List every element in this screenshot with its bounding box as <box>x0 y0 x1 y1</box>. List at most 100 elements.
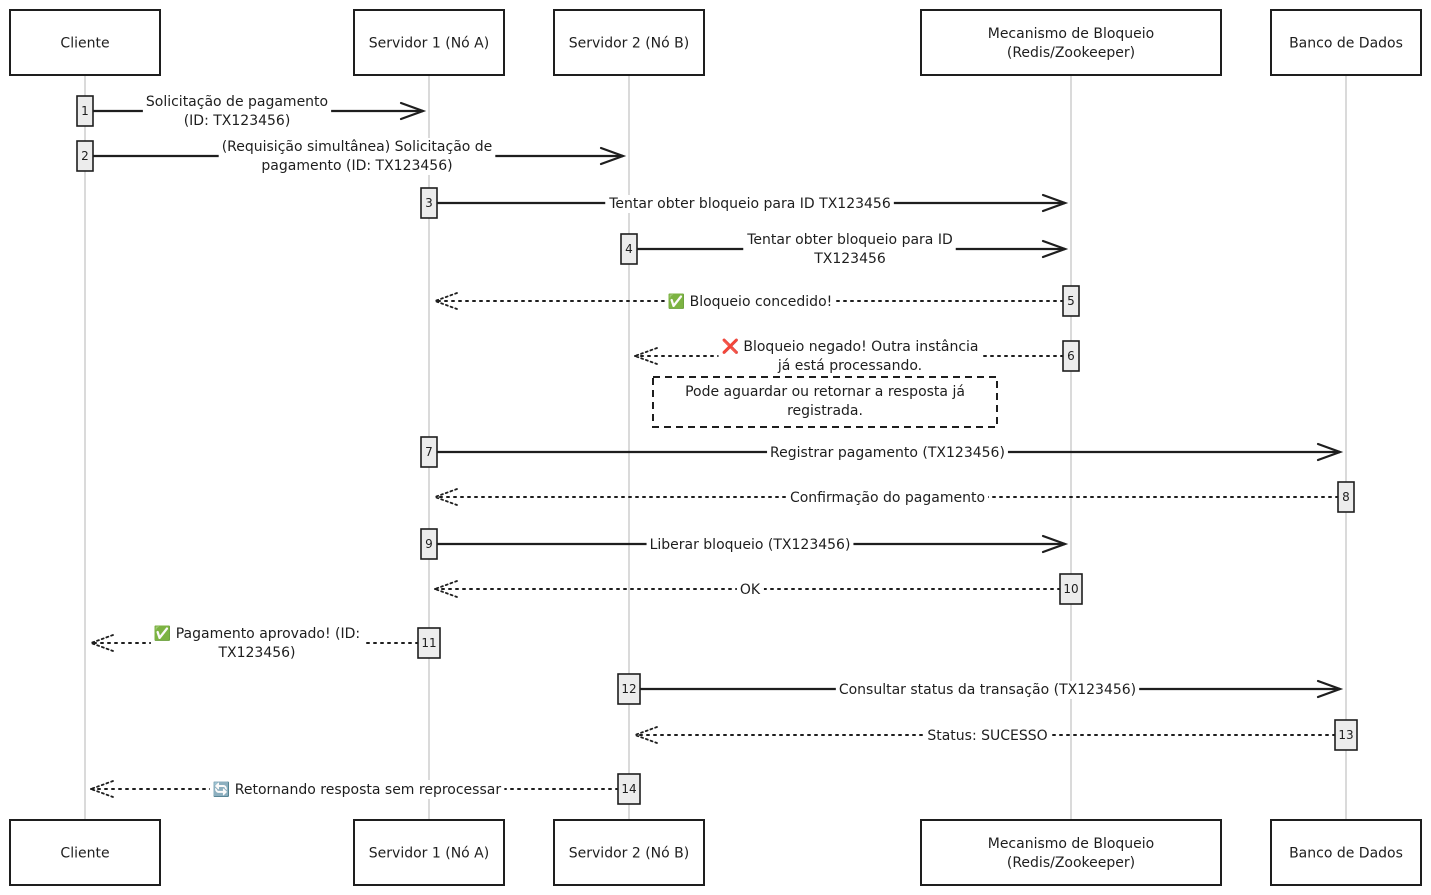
sequence-number: 14 <box>621 782 636 796</box>
sequence-number-box <box>1059 573 1083 605</box>
sequence-number-box <box>617 773 641 805</box>
message-label-bg <box>786 489 989 507</box>
message-label: ✅ Bloqueio concedido! <box>664 292 836 311</box>
message-text: Confirmação do pagamento <box>790 490 985 506</box>
message-text: Solicitação de pagamento <box>146 94 328 110</box>
message-5: ✅ Bloqueio concedido! 5 <box>432 285 1080 317</box>
sequence-number: 5 <box>1067 294 1075 308</box>
arrow-head <box>632 726 658 744</box>
sequence-number-box <box>1337 481 1355 513</box>
message-label-bg <box>209 780 505 799</box>
note: Pode aguardar ou retornar a resposta já r… <box>652 376 998 428</box>
note-text: registrada. <box>787 403 863 419</box>
sequence-number-box <box>76 140 94 172</box>
message-text: Liberar bloqueio (TX123456) <box>650 537 851 553</box>
sequence-number: 2 <box>81 149 89 163</box>
message-text: ✅ Bloqueio concedido! <box>668 293 833 310</box>
message-label-bg <box>743 231 956 268</box>
sequence-number: 4 <box>625 242 633 256</box>
message-text: Status: SUCESSO <box>927 728 1047 744</box>
message-label: Tentar obter bloqueio para ID TX123456 <box>743 231 956 268</box>
sequence-number-box <box>417 627 441 659</box>
message-text: já está processando. <box>777 358 922 374</box>
sequence-number: 12 <box>621 682 636 696</box>
actor-s2-top: Servidor 2 (Nó B) <box>553 9 705 76</box>
message-text: (ID: TX123456) <box>184 113 291 129</box>
actor-s2-bottom: Servidor 2 (Nó B) <box>553 819 705 886</box>
message-2: (Requisição simultânea) Solicitação depa… <box>76 138 627 175</box>
actor-label: Servidor 2 (Nó B) <box>569 36 689 52</box>
message-text: Consultar status da transação (TX123456) <box>839 682 1136 698</box>
sequence-number: 9 <box>425 537 433 551</box>
actor-label: Servidor 2 (Nó B) <box>569 846 689 862</box>
message-text: TX123456) <box>217 645 295 661</box>
message-label-bg <box>664 292 836 311</box>
sequence-number-box <box>620 233 638 265</box>
actor-s1-bottom: Servidor 1 (Nó A) <box>353 819 505 886</box>
message-label-bg <box>736 581 764 599</box>
message-label: Registrar pagamento (TX123456) <box>767 444 1008 462</box>
arrow-head <box>1041 534 1069 554</box>
message-label-bg <box>150 624 364 662</box>
arrow-head <box>88 780 114 798</box>
message-text: ✅ Pagamento aprovado! (ID: <box>154 625 360 642</box>
arrow-head <box>88 634 114 652</box>
sequence-number: 7 <box>425 445 433 459</box>
message-text: TX123456 <box>813 251 886 267</box>
actor-s1-top: Servidor 1 (Nó A) <box>353 9 505 76</box>
message-label: Status: SUCESSO <box>924 727 1051 745</box>
sequence-number-box <box>420 436 438 468</box>
message-label: ✅ Pagamento aprovado! (ID: TX123456) <box>150 624 364 662</box>
message-text: Registrar pagamento (TX123456) <box>770 445 1005 461</box>
message-4: Tentar obter bloqueio para ID TX123456 4 <box>620 231 1069 268</box>
message-7: Registrar pagamento (TX123456) 7 <box>420 436 1344 468</box>
message-6: ❌ Bloqueio negado! Outra instância já est… <box>632 337 1080 375</box>
arrow-head <box>1316 679 1344 699</box>
sequence-number-box <box>617 673 641 705</box>
sequence-number-box <box>420 528 438 560</box>
message-1: Solicitação de pagamento (ID: TX123456) 1 <box>76 93 427 130</box>
message-label-bg <box>767 444 1008 462</box>
sequence-number: 8 <box>1342 490 1350 504</box>
arrow-head <box>432 580 458 598</box>
actor-label: Mecanismo de Bloqueio <box>988 26 1155 42</box>
arrow-head <box>1041 193 1069 213</box>
message-11: ✅ Pagamento aprovado! (ID:TX123456)11 <box>88 624 441 662</box>
message-label: (Requisição simultânea) Solicitação depa… <box>218 138 496 175</box>
message-text: Tentar obter bloqueio para ID TX123456 <box>608 196 891 212</box>
actor-cliente-bottom: Cliente <box>9 819 161 886</box>
actor-cliente-top: Cliente <box>9 9 161 76</box>
message-text: OK <box>740 582 761 598</box>
actor-db-top: Banco de Dados <box>1270 9 1422 76</box>
sequence-number-box <box>1062 285 1080 317</box>
arrow-head <box>1041 239 1069 259</box>
message-text: pagamento (ID: TX123456) <box>261 158 452 174</box>
note-text: Pode aguardar ou retornar a resposta já <box>685 384 965 400</box>
actor-label: Mecanismo de Bloqueio <box>988 836 1155 852</box>
actor-db-bottom: Banco de Dados <box>1270 819 1422 886</box>
sequence-number: 10 <box>1063 582 1078 596</box>
actor-label: (Redis/Zookeeper) <box>1007 855 1135 871</box>
message-label: Solicitação de pagamento (ID: TX123456) <box>142 93 332 130</box>
actor-label: Banco de Dados <box>1289 846 1403 862</box>
arrow-head <box>632 347 658 365</box>
message-label-bg <box>835 681 1140 699</box>
message-label: Confirmação do pagamento <box>786 489 989 507</box>
sequence-number: 1 <box>81 104 89 118</box>
message-label: ❌ Bloqueio negado! Outra instância já est… <box>718 337 982 375</box>
sequence-number-box <box>76 95 94 127</box>
sequence-number: 6 <box>1067 349 1075 363</box>
message-text: ❌ Bloqueio negado! Outra instância <box>721 338 978 355</box>
sequence-number-box <box>1062 340 1080 372</box>
sequence-number: 13 <box>1338 728 1353 742</box>
message-12: Consultar status da transação (TX123456)… <box>617 673 1344 705</box>
arrow-head <box>599 146 627 166</box>
arrow-head <box>399 101 427 121</box>
message-text: Tentar obter bloqueio para ID <box>746 232 952 248</box>
sequence-number-box <box>1334 719 1358 751</box>
message-label: Consultar status da transação (TX123456) <box>835 681 1140 699</box>
actor-label: (Redis/Zookeeper) <box>1007 45 1135 61</box>
arrow-head <box>432 292 458 310</box>
